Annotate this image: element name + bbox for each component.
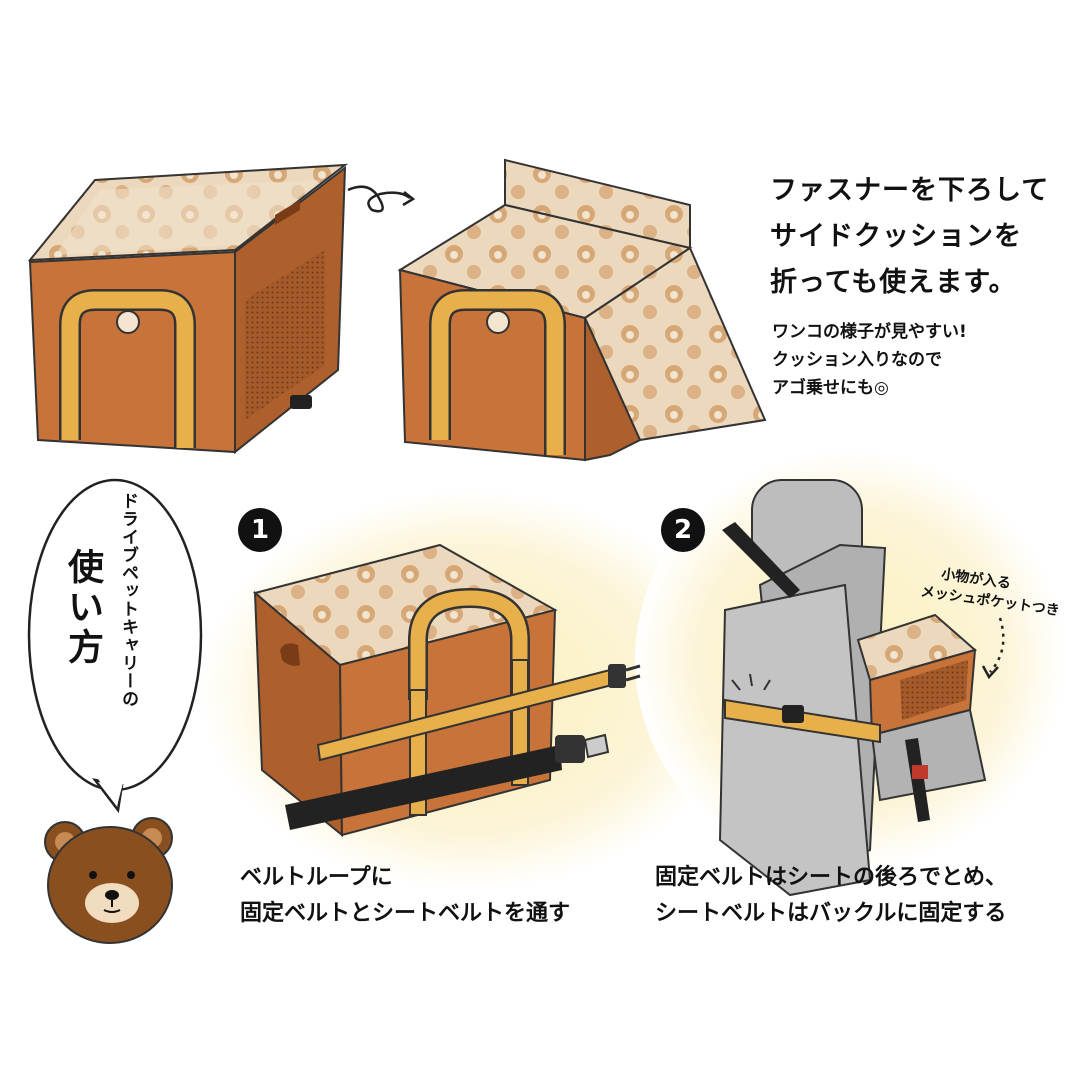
bubble-small-text: ドライブペットキャリーの (118, 492, 138, 708)
bear-face-icon (44, 817, 173, 944)
heading: ファスナーを下ろして サイドクッションを 折っても使えます。 (770, 168, 1049, 306)
box-step1 (252, 543, 641, 838)
car-seat (718, 479, 987, 897)
heading-line1: ファスナーを下ろして (770, 175, 1050, 206)
subtext-line3: アゴ乗せにも◎ (772, 378, 889, 398)
step1-caption-line1: ベルトループに (240, 865, 393, 890)
box-side-open (397, 158, 767, 462)
step2-caption-line2: シートベルトはバックルに固定する (655, 901, 1007, 926)
heading-line3: 折っても使えます。 (770, 267, 1017, 298)
subtext: ワンコの様子が見やすい! クッション入りなので アゴ乗せにも◎ (772, 318, 967, 402)
bubble-big-text: 使い方 (62, 548, 103, 668)
subtext-line1: ワンコの様子が見やすい! (772, 322, 967, 342)
box-closed (27, 163, 349, 455)
subtext-line2: クッション入りなので (772, 350, 942, 370)
step-number-2: 2 (661, 508, 705, 552)
speech-bubble (27, 478, 203, 814)
step1-caption: ベルトループに 固定ベルトとシートベルトを通す (240, 860, 570, 932)
arrow-icon (347, 185, 411, 213)
heading-line2: サイドクッションを (770, 221, 1022, 252)
step1-caption-line2: 固定ベルトとシートベルトを通す (240, 901, 571, 926)
step-number-1: 1 (238, 508, 282, 552)
step2-caption-line1: 固定ベルトはシートの後ろでとめ、 (655, 865, 1008, 890)
step2-caption: 固定ベルトはシートの後ろでとめ、 シートベルトはバックルに固定する (655, 860, 1007, 932)
